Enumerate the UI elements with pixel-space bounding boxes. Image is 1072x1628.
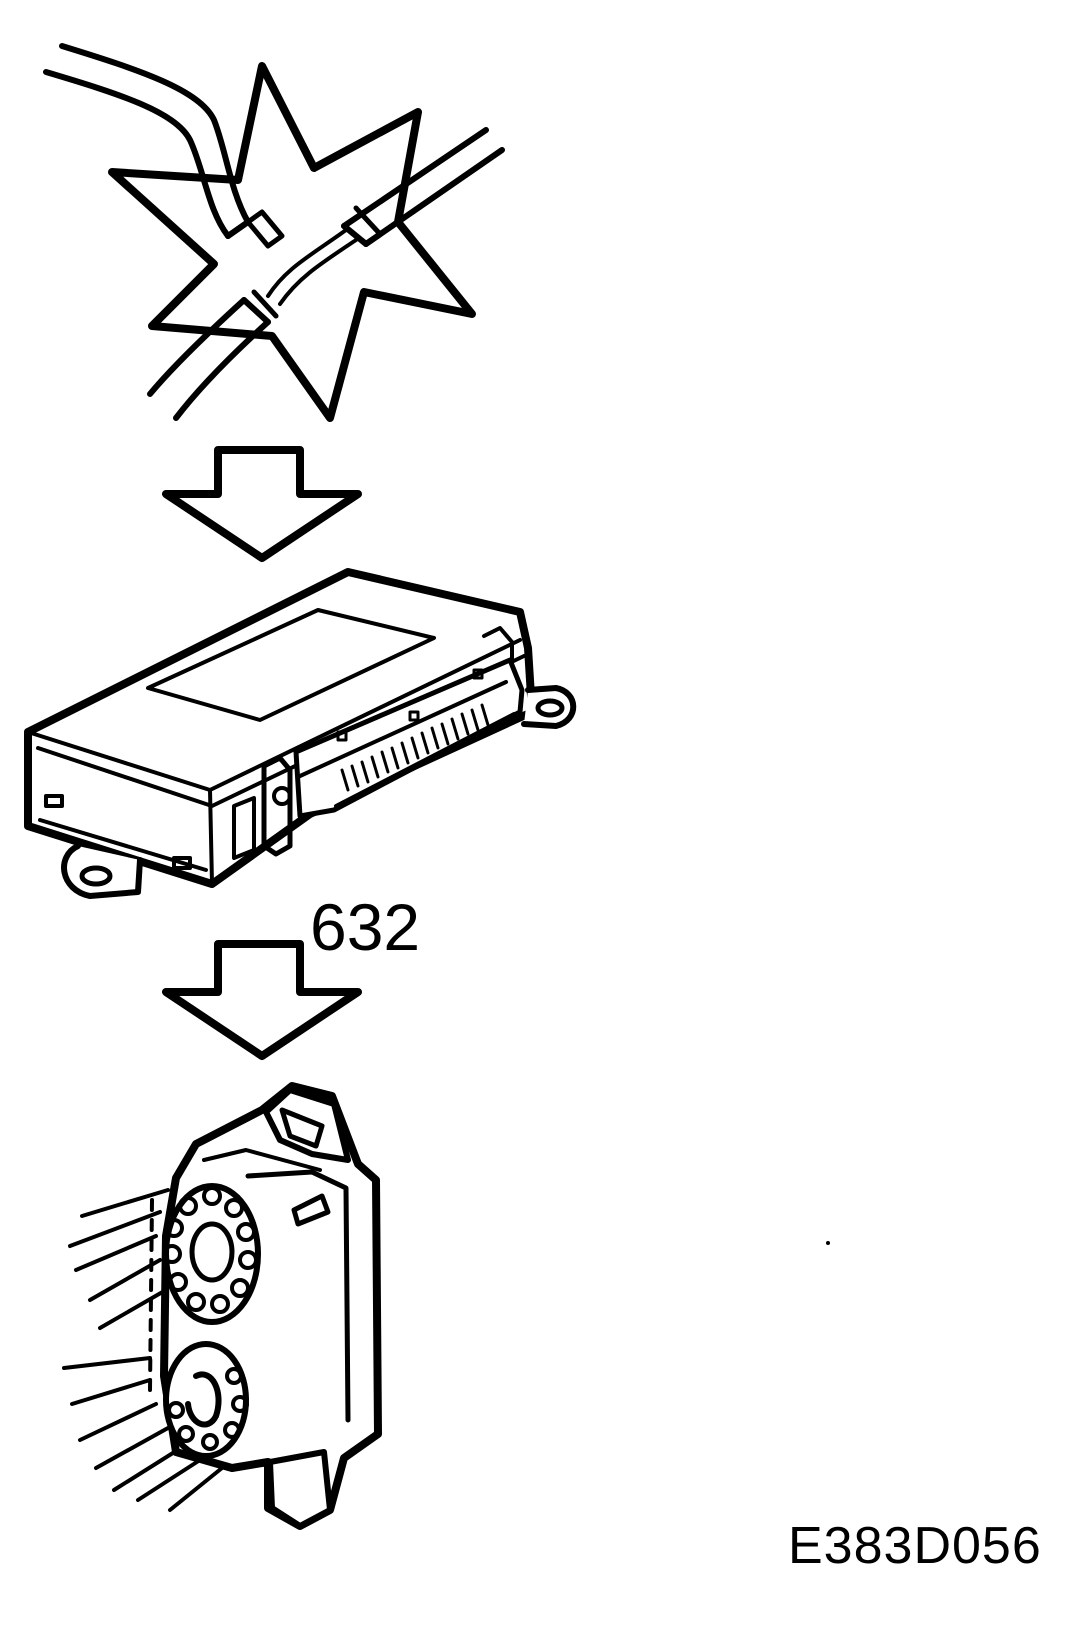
control-module-icon — [24, 568, 577, 899]
part-number-label: 632 — [310, 890, 421, 964]
stray-dot — [826, 1241, 830, 1245]
spark-burst — [108, 62, 476, 422]
broken-wire-spark-icon — [43, 43, 505, 422]
connector-icon — [62, 1082, 382, 1530]
down-arrow-icon — [162, 446, 362, 562]
down-arrow-icon — [162, 940, 362, 1060]
figure-code-label: E383D056 — [788, 1517, 1042, 1575]
